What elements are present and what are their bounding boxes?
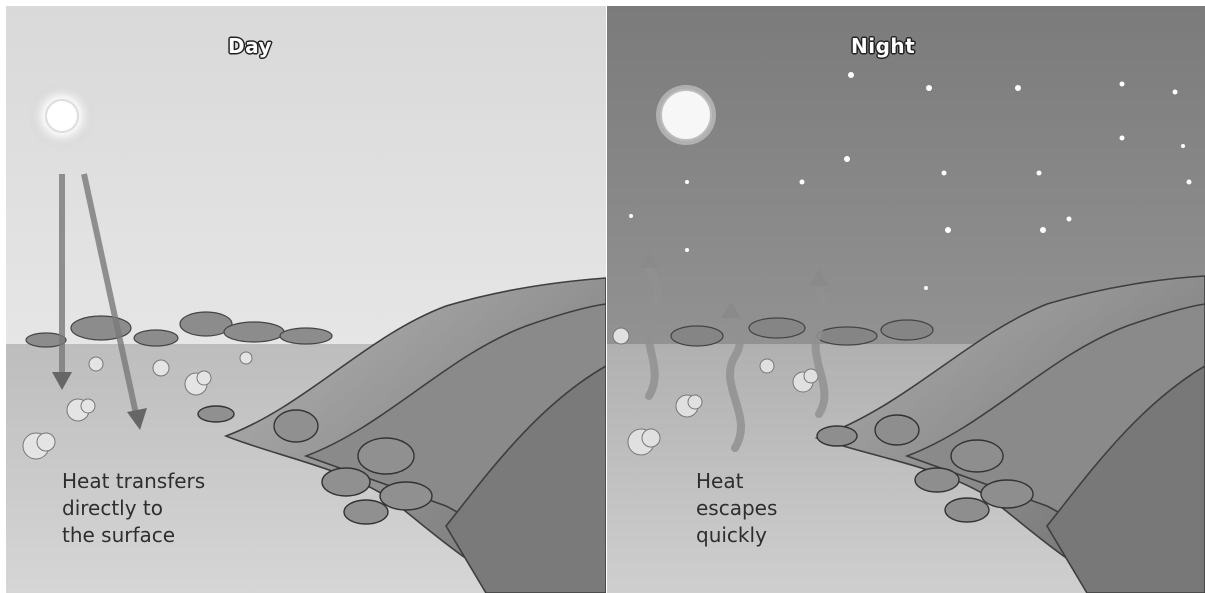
foreground-rocks [816,414,1034,523]
night-scene [607,6,1205,593]
day-caption-line: the surface [62,523,176,547]
shrubs [612,327,819,456]
night-title: Night [851,34,916,58]
day-caption: Heat transfers directly to the surface [62,468,205,549]
night-caption-line: Heat [696,469,744,493]
arrow-down-icon [52,174,72,390]
night-caption-line: quickly [696,523,767,547]
distant-rocks [670,317,934,347]
day-scene [6,6,606,593]
shrubs [22,351,253,460]
day-panel: Day Heat transfers directly to the surfa… [6,6,606,593]
dunes [223,277,606,593]
night-caption-line: escapes [696,496,778,520]
star-icon [629,72,1192,290]
arrow-down-icon [81,173,147,430]
day-caption-line: Heat transfers [62,469,206,493]
night-panel: Night Heat escapes quickly [607,6,1205,593]
moon-icon [656,85,716,145]
wavy-arrow-up-icon [811,280,830,418]
wavy-arrow-up-icon [726,312,745,452]
dunes [814,275,1205,593]
day-title: Day [228,34,273,58]
night-caption: Heat escapes quickly [696,468,777,549]
foreground-rocks [197,405,433,525]
wavy-arrow-up-icon [643,262,662,400]
day-caption-line: directly to [62,496,164,520]
